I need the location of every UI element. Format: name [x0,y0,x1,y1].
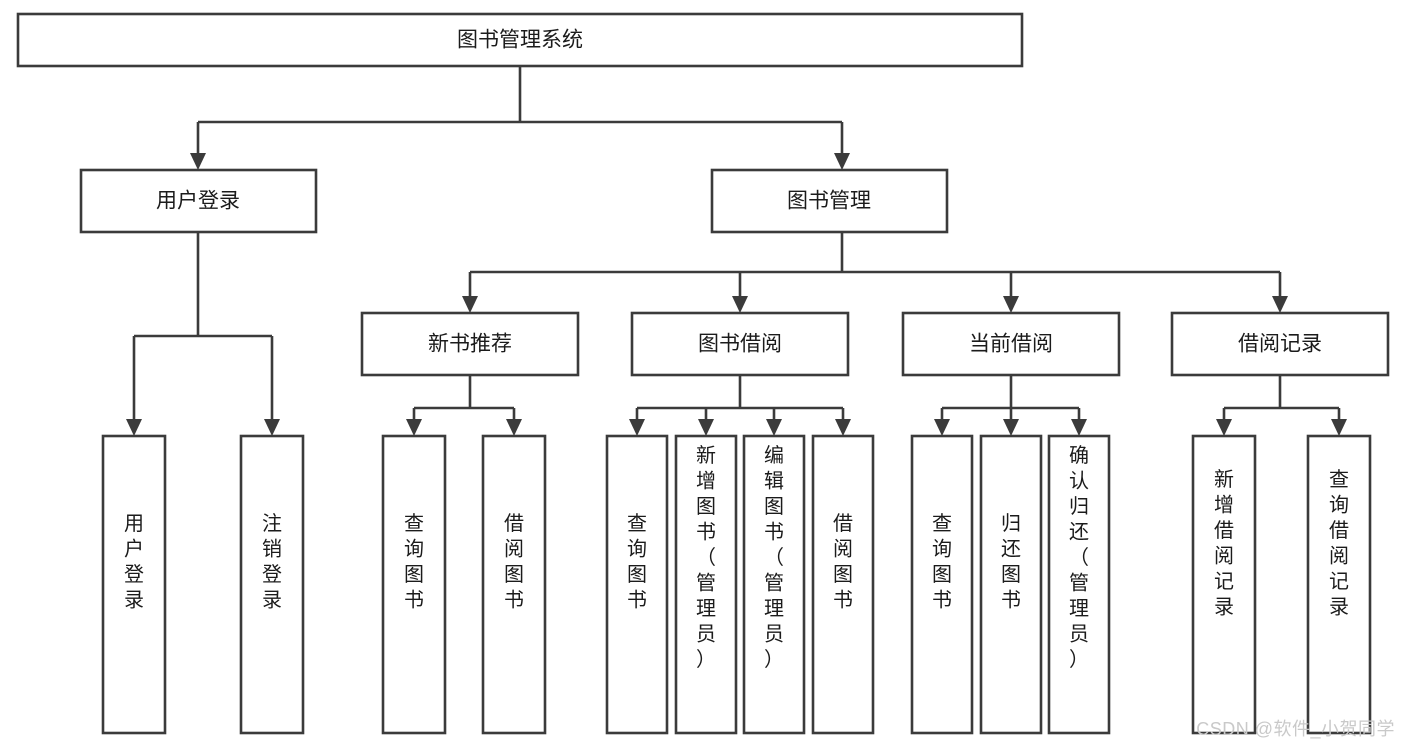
node-leaf-add-book-box[interactable] [674,434,738,735]
arrow-to-leaf-query-record [1331,419,1347,436]
node-leaf-add-book[interactable]: 新增图书（管理员） [674,434,738,735]
node-leaf-edit-book-label: 编辑图书（管理员） [764,444,784,671]
node-borrow-record[interactable]: 借阅记录 [1170,311,1390,377]
arrow-to-leaf-add-record [1216,419,1232,436]
arrow-to-borrow-record [1272,296,1288,313]
arrow-to-leaf-return-book [1003,419,1019,436]
node-leaf-query-book-2-box[interactable] [605,434,669,735]
node-leaf-return-book-box[interactable] [979,434,1043,735]
arrow-to-leaf-user-login [126,419,142,436]
node-leaf-query-book-2-label: 查询图书 [627,512,647,612]
node-leaf-query-book-2[interactable]: 查询图书 [605,434,669,735]
node-book-borrow-box[interactable] [630,311,850,377]
arrow-to-leaf-query-book-3 [934,419,950,436]
node-leaf-add-record[interactable]: 新增借阅记录 [1191,434,1257,735]
arrow-to-book-borrow [732,296,748,313]
node-leaf-query-book-3-box[interactable] [910,434,974,735]
node-root-box[interactable] [16,12,1024,68]
node-leaf-confirm-return-label: 确认归还（管理员） [1069,444,1089,671]
arrow-to-leaf-edit-book [766,419,782,436]
arrow-to-leaf-borrow-book-2 [835,419,851,436]
arrow-to-leaf-add-book [698,419,714,436]
node-book-borrow-label: 图书借阅 [698,333,782,356]
node-book-manage[interactable]: 图书管理 [710,168,949,234]
node-root[interactable]: 图书管理系统 [16,12,1024,68]
node-leaf-logout-label: 注销登录 [262,512,282,612]
node-leaf-query-record[interactable]: 查询借阅记录 [1306,434,1372,735]
node-leaf-user-login[interactable]: 用户登录 [101,434,167,735]
node-leaf-add-record-box[interactable] [1191,434,1257,735]
node-leaf-edit-book[interactable]: 编辑图书（管理员） [742,434,806,735]
arrow-to-leaf-confirm-return [1071,419,1087,436]
arrow-to-new-book-rec [462,296,478,313]
node-root-label: 图书管理系统 [457,29,583,52]
node-borrow-record-label: 借阅记录 [1238,333,1322,356]
node-leaf-add-book-label: 新增图书（管理员） [696,444,716,671]
arrow-root-to-book-manage [834,153,850,170]
node-leaf-borrow-book-2[interactable]: 借阅图书 [811,434,875,735]
node-leaf-borrow-book-1[interactable]: 借阅图书 [481,434,547,735]
arrow-to-leaf-query-book-2 [629,419,645,436]
node-leaf-query-record-box[interactable] [1306,434,1372,735]
node-current-borrow[interactable]: 当前借阅 [901,311,1121,377]
arrow-to-leaf-query-book-1 [406,419,422,436]
node-user-login[interactable]: 用户登录 [79,168,318,234]
node-leaf-logout-box[interactable] [239,434,305,735]
node-leaf-query-record-label: 查询借阅记录 [1329,468,1349,619]
node-leaf-logout[interactable]: 注销登录 [239,434,305,735]
node-leaf-confirm-return[interactable]: 确认归还（管理员） [1047,434,1111,735]
node-user-login-label: 用户登录 [156,190,240,213]
node-user-login-box[interactable] [79,168,318,234]
node-leaf-borrow-book-1-box[interactable] [481,434,547,735]
node-leaf-borrow-book-2-label: 借阅图书 [833,512,853,612]
arrow-root-to-user-login [190,153,206,170]
node-leaf-borrow-book-1-label: 借阅图书 [504,512,524,612]
arrow-to-leaf-borrow-book-1 [506,419,522,436]
arrow-to-leaf-logout [264,419,280,436]
node-leaf-query-book-3[interactable]: 查询图书 [910,434,974,735]
node-leaf-query-book-1-label: 查询图书 [404,512,424,612]
node-leaf-borrow-book-2-box[interactable] [811,434,875,735]
node-leaf-query-book-1-box[interactable] [381,434,447,735]
node-new-book-rec-box[interactable] [360,311,580,377]
node-current-borrow-box[interactable] [901,311,1121,377]
node-leaf-edit-book-box[interactable] [742,434,806,735]
node-leaf-user-login-label: 用户登录 [124,513,144,612]
node-book-manage-label: 图书管理 [787,190,871,213]
node-book-manage-box[interactable] [710,168,949,234]
node-leaf-add-record-label: 新增借阅记录 [1214,468,1234,619]
node-leaf-confirm-return-box[interactable] [1047,434,1111,735]
node-leaf-return-book-label: 归还图书 [1001,512,1021,612]
node-leaf-query-book-1[interactable]: 查询图书 [381,434,447,735]
connector-layer [126,66,1347,436]
node-book-borrow[interactable]: 图书借阅 [630,311,850,377]
arrow-to-current-borrow [1003,296,1019,313]
node-leaf-query-book-3-label: 查询图书 [932,512,952,612]
node-new-book-rec-label: 新书推荐 [428,333,512,356]
node-borrow-record-box[interactable] [1170,311,1390,377]
node-leaf-return-book[interactable]: 归还图书 [979,434,1043,735]
node-current-borrow-label: 当前借阅 [969,333,1053,356]
node-leaf-user-login-box[interactable] [101,434,167,735]
node-new-book-rec[interactable]: 新书推荐 [360,311,580,377]
